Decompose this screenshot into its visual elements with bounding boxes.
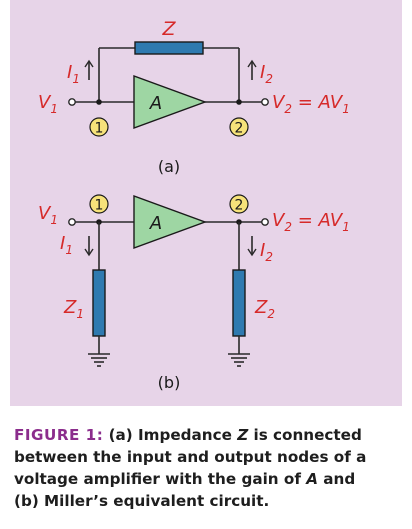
impedance-z2-label: Z2 (254, 297, 275, 321)
arrow-down-icon (84, 236, 94, 257)
node-a-1-label: 1 (95, 121, 104, 137)
node-a-1 (89, 117, 109, 137)
voltage-b-v1-label: V1 (38, 203, 58, 227)
amplifier-b (133, 194, 208, 250)
current-a-i1-label: I1 (67, 62, 80, 86)
current-a-i2-label: I2 (260, 62, 273, 86)
node-b-1-label: 1 (95, 198, 104, 214)
node-b-2-label: 2 (235, 198, 244, 214)
circuit-a-label: (a) (158, 157, 180, 176)
voltage-a-v2-label: V2 = AV1 (272, 92, 350, 116)
node-b-1 (89, 194, 109, 214)
figure-panel: Z A 1 2 I1 I2 V1 V2 = AV1 (a) (10, 0, 402, 406)
current-b-i1-label: I1 (60, 233, 73, 257)
amplifier-b-label: A (149, 213, 162, 234)
caption-text-3: and (b) Miller’s equivalent circuit. (14, 470, 356, 510)
terminal-a-in (68, 98, 76, 106)
amplifier-a (133, 74, 208, 130)
ground-icon (228, 353, 250, 367)
figure-caption: FIGURE 1: (a) Impedance Z is connected b… (14, 424, 400, 512)
circuit-diagram: Z A 1 2 I1 I2 V1 V2 = AV1 (a) (38, 18, 350, 392)
figure-label: FIGURE 1: (14, 426, 104, 444)
caption-a: A (306, 470, 318, 488)
circuit-a: Z A 1 2 I1 I2 V1 V2 = AV1 (a) (38, 18, 350, 176)
junction-a-1 (96, 99, 102, 105)
arrow-down-icon (247, 236, 257, 257)
node-a-2 (229, 117, 249, 137)
node-b-2 (229, 194, 249, 214)
arrow-up-icon (84, 59, 94, 80)
impedance-z2 (232, 269, 246, 337)
amplifier-a-label: A (149, 93, 162, 114)
caption-z: Z (237, 426, 249, 444)
impedance-z-label: Z (161, 18, 176, 40)
arrow-up-icon (247, 59, 257, 80)
circuit-b: A 1 2 V1 V2 = AV1 I1 Z1 (38, 194, 350, 392)
terminal-b-in (68, 218, 76, 226)
caption-text-1: (a) Impedance (103, 426, 238, 444)
terminal-a-out (261, 98, 269, 106)
node-a-2-label: 2 (235, 121, 244, 137)
terminal-b-out (261, 218, 269, 226)
ground-icon (88, 353, 110, 367)
voltage-a-v1-label: V1 (38, 92, 58, 116)
impedance-z1-label: Z1 (63, 297, 84, 321)
current-b-i2-label: I2 (260, 240, 273, 264)
caption-text-2: is connected between the input and outpu… (14, 426, 367, 488)
circuit-b-label: (b) (158, 373, 181, 392)
impedance-z1 (92, 269, 106, 337)
voltage-b-v2-label: V2 = AV1 (272, 210, 350, 234)
junction-a-2 (236, 99, 242, 105)
impedance-z (134, 41, 204, 55)
